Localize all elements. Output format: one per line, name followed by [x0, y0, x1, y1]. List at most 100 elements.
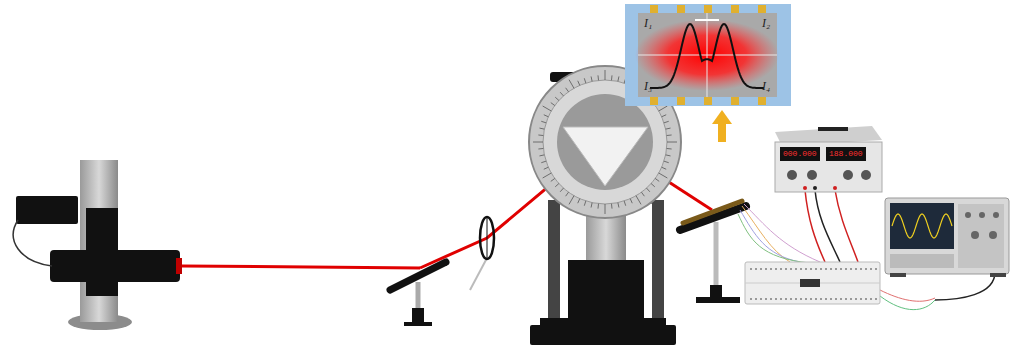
breadboard-hole	[860, 298, 862, 300]
breadboard-hole	[755, 298, 757, 300]
dial-tick	[569, 196, 574, 205]
breadboard-hole	[795, 268, 797, 270]
breadboard-hole	[810, 298, 812, 300]
dial-tick	[544, 115, 549, 117]
breadboard-hole	[870, 268, 872, 270]
breadboard-hole	[825, 268, 827, 270]
breadboard-hole	[755, 268, 757, 270]
breadboard-hole	[780, 268, 782, 270]
rotation-stage	[529, 66, 681, 345]
power-supply	[775, 126, 882, 192]
breadboard-hole	[750, 298, 752, 300]
dial-tick	[667, 134, 672, 136]
dial-tick	[539, 128, 544, 129]
breadboard-hole	[805, 298, 807, 300]
sensor-pad	[704, 5, 712, 13]
dial-tick	[667, 148, 672, 150]
dial-tick	[555, 97, 559, 100]
detector	[680, 201, 746, 303]
breadboard-hole	[760, 268, 762, 270]
dial-tick	[605, 204, 606, 214]
breadboard-hole	[765, 268, 767, 270]
dial-tick	[659, 173, 668, 178]
breadboard-hole	[815, 298, 817, 300]
quadrant-label: I₄	[762, 80, 770, 92]
breadboard-hole	[775, 298, 777, 300]
dial-tick	[662, 167, 667, 169]
breadboard-hole	[845, 298, 847, 300]
breadboard-hole	[820, 298, 822, 300]
breadboard-hole	[850, 298, 852, 300]
sensor-pad	[731, 5, 739, 13]
breadboard-hole	[875, 268, 877, 270]
dial-tick	[611, 204, 613, 209]
dial-tick	[551, 103, 555, 106]
breadboard-hole	[850, 268, 852, 270]
breadboard-hole	[775, 268, 777, 270]
dial-tick	[591, 76, 592, 81]
breadboard-hole	[795, 298, 797, 300]
dial-tick	[569, 80, 574, 89]
breadboard-hole	[825, 298, 827, 300]
display-reading: 188.000	[827, 149, 865, 159]
breadboard-hole	[780, 298, 782, 300]
dial-tick	[655, 178, 659, 181]
breadboard-hole	[770, 268, 772, 270]
quadrant-label: I₁	[644, 17, 652, 29]
dial-tick	[651, 183, 655, 186]
dial-tick	[538, 134, 543, 136]
sensor-pad	[677, 5, 685, 13]
breadboard-hole	[830, 298, 832, 300]
breadboard-hole	[785, 298, 787, 300]
laser	[13, 160, 182, 330]
dial-tick	[667, 142, 677, 143]
breadboard-hole	[865, 298, 867, 300]
breadboard-hole	[870, 298, 872, 300]
dial-tick	[636, 196, 641, 205]
breadboard-hole	[765, 298, 767, 300]
breadboard-hole	[760, 298, 762, 300]
breadboard-hole	[875, 298, 877, 300]
sensor-pad	[677, 97, 685, 105]
quadrant-label: I₂	[762, 17, 770, 29]
dial-tick	[566, 192, 569, 196]
sensor-pad	[650, 97, 658, 105]
dial-tick	[646, 188, 649, 192]
breadboard-hole	[835, 268, 837, 270]
dial-tick	[664, 161, 669, 163]
dial-tick	[666, 155, 671, 156]
breadboard-hole	[855, 268, 857, 270]
dial-tick	[541, 121, 546, 123]
dial-tick	[578, 199, 580, 204]
dial-tick	[538, 148, 543, 150]
breadboard-hole	[790, 268, 792, 270]
breadboard-hole	[835, 298, 837, 300]
dial-tick	[566, 88, 569, 92]
breadboard-hole	[770, 298, 772, 300]
breadboard-hole	[840, 298, 842, 300]
breadboard-hole	[815, 268, 817, 270]
breadboard-hole	[785, 268, 787, 270]
dial-tick	[539, 155, 544, 156]
dial-tick	[543, 106, 552, 111]
dial-tick	[555, 183, 559, 186]
breadboard-hole	[855, 298, 857, 300]
lens	[470, 217, 494, 290]
breadboard-hole	[800, 268, 802, 270]
breadboard-hole	[790, 298, 792, 300]
display-reading: 000.000	[781, 149, 819, 159]
sensor-pad	[650, 5, 658, 13]
dial-tick	[591, 203, 592, 208]
dial-tick	[597, 75, 599, 80]
dial-tick	[551, 178, 555, 181]
dial-tick	[641, 192, 644, 196]
mirror	[390, 262, 446, 326]
dial-tick	[560, 188, 563, 192]
breadboard-hole	[805, 268, 807, 270]
dial-tick	[630, 199, 632, 204]
sensor-pad	[758, 5, 766, 13]
dial-tick	[618, 203, 619, 208]
breadboard-hole	[860, 268, 862, 270]
breadboard-hole	[840, 268, 842, 270]
